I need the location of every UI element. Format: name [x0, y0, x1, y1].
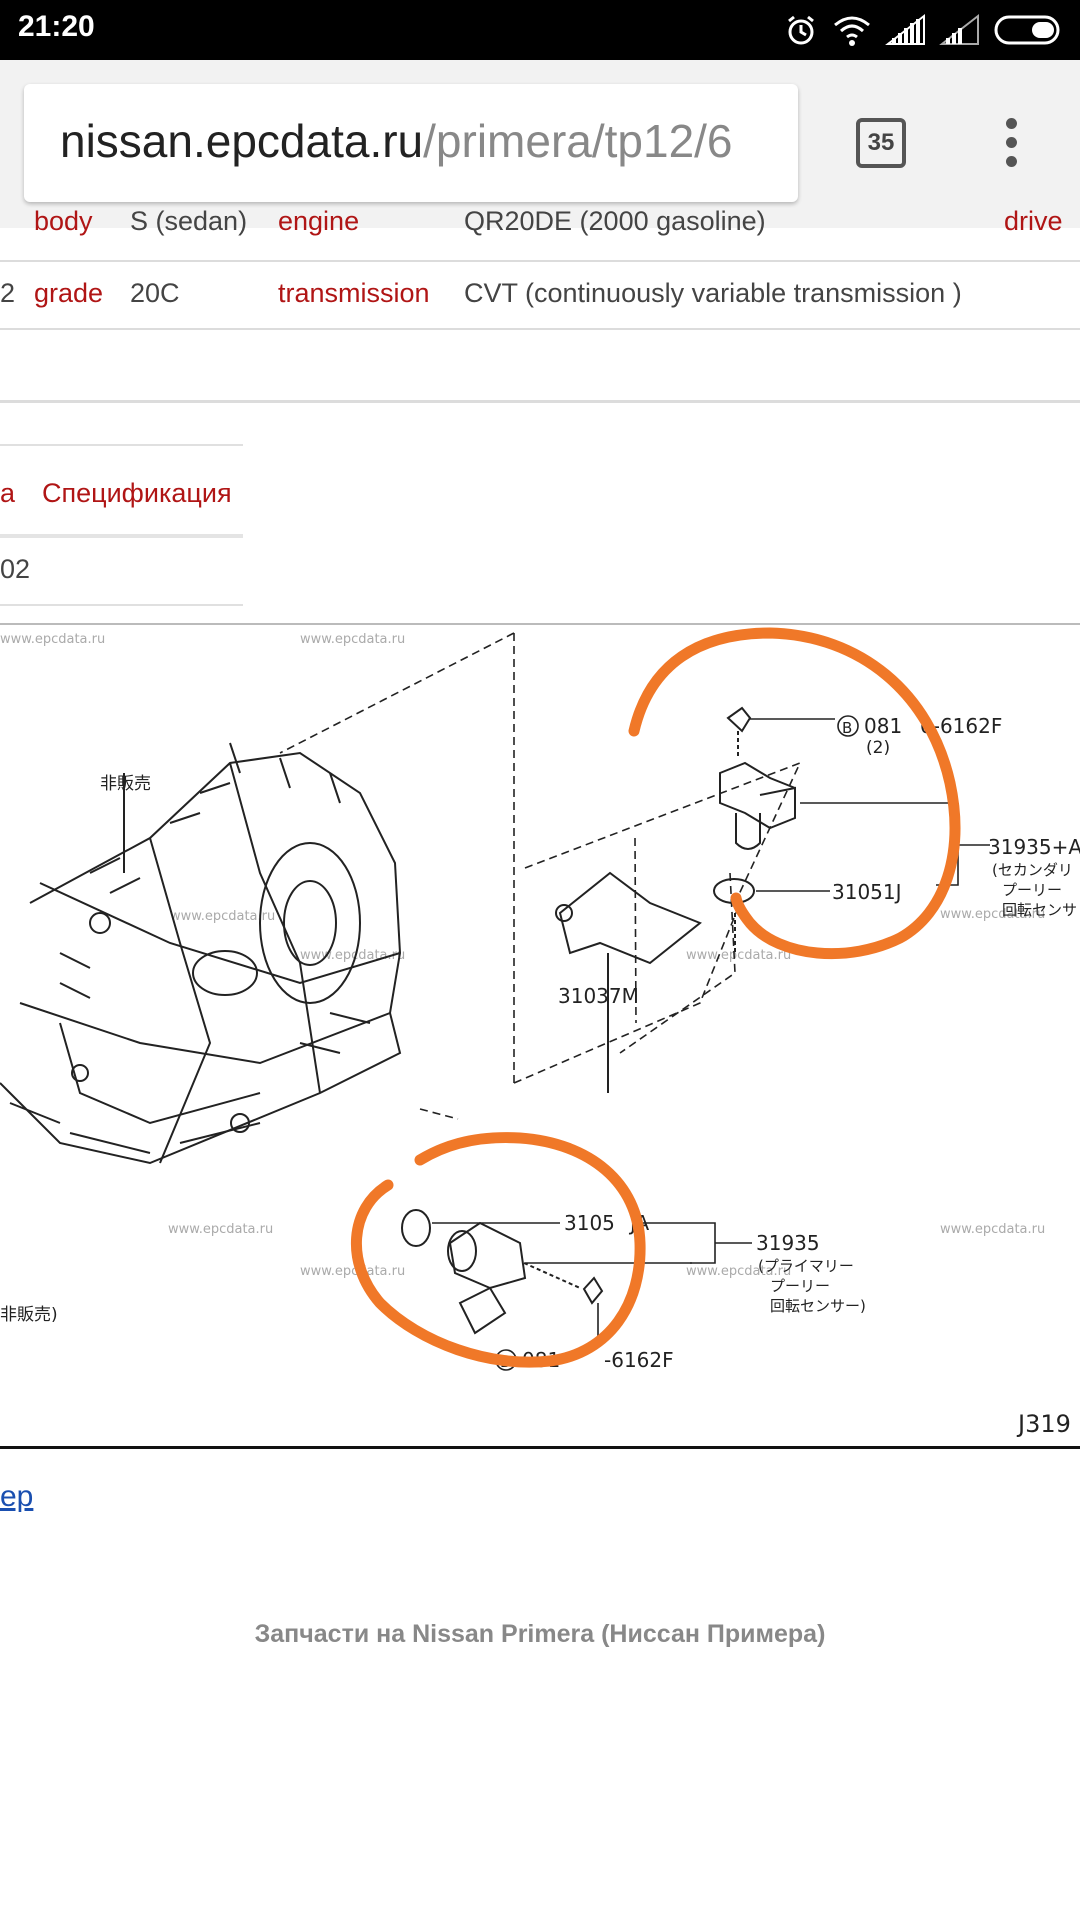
wifi-icon [834, 16, 870, 46]
watermark: www.epcdata.ru [0, 632, 105, 647]
label-part-31935: 31935 [756, 1231, 820, 1255]
label-bolt-bottom-tail: -6162F [604, 1348, 674, 1372]
signal-icon [885, 13, 925, 45]
leader-lines [432, 718, 990, 1343]
browser-toolbar: nissan.epcdata.ru/primera/tp12/6 35 [0, 60, 1080, 228]
table-divider [0, 260, 1080, 262]
exploded-view-outline [279, 632, 802, 1120]
label-part-31935-desc: (プライマリー [758, 1257, 854, 1275]
parts-header-spec: Спецификация [42, 478, 232, 508]
url-path: /primera/tp12/6 [423, 115, 733, 167]
label-bolt-top: 081 [864, 714, 902, 738]
status-icons [784, 10, 1066, 50]
watermark: www.epcdata.ru [686, 948, 791, 963]
label-part-31935-desc: 回転センサー) [770, 1297, 866, 1315]
watermark: www.epcdata.ru [300, 1264, 405, 1279]
label-oring-bottom: 3105 [564, 1211, 615, 1235]
status-time: 21:20 [18, 10, 95, 43]
section-divider [0, 400, 1080, 403]
table-divider [0, 328, 1080, 330]
parts-header-left: a [0, 478, 16, 508]
spec-label-engine: engine [278, 206, 360, 236]
tab-switcher-button[interactable]: 35 [856, 118, 906, 168]
diagram-bottom-border [0, 1446, 1080, 1449]
battery-icon [994, 15, 1060, 45]
label-not-for-sale: 非販売 [100, 774, 151, 794]
signal-2-icon [939, 13, 979, 45]
annotation-circles [350, 627, 961, 1368]
diagram-labels: 非販売 非販売) B 081 0-6162F (2) 31935+A (セカンダ… [0, 714, 1080, 1438]
label-part-31935a-desc: 回転センサ [1002, 901, 1077, 919]
spec-value-transmission: CVT (continuously variable transmission … [464, 278, 962, 308]
label-bolt-top-qty: (2) [866, 738, 890, 758]
parts-table-bottom [0, 604, 243, 606]
label-part-31935a: 31935+A [988, 835, 1080, 859]
page-link[interactable]: ер [0, 1480, 34, 1513]
alarm-icon [788, 15, 814, 45]
watermarks: www.epcdata.ru www.epcdata.ru www.epcdat… [0, 632, 1045, 1279]
url-bar[interactable]: nissan.epcdata.ru/primera/tp12/6 [24, 84, 798, 202]
watermark: www.epcdata.ru [300, 632, 405, 647]
label-part-31935-desc: プーリー [770, 1277, 830, 1295]
spec-value-body: S (sedan) [130, 206, 248, 236]
label-bracket: 31037M [558, 984, 639, 1008]
secondary-sensor-drawing [555, 706, 796, 1093]
spec-value-grade: 20C [130, 278, 180, 308]
parts-diagram[interactable]: www.epcdata.ru www.epcdata.ru www.epcdat… [0, 623, 1080, 1449]
watermark: www.epcdata.ru [170, 909, 275, 924]
footer-text: Запчасти на Nissan Primera (Ниссан Приме… [254, 1620, 826, 1648]
spec-label-body: body [34, 206, 93, 236]
label-part-31935a-desc: プーリー [1002, 881, 1062, 899]
label-part-31935a-desc: (セカンダリ [992, 861, 1073, 879]
overflow-menu-icon[interactable] [996, 118, 1026, 174]
transmission-drawing [0, 742, 402, 1165]
annotation-circle-bottom [350, 1132, 646, 1368]
spec-row-index: 2 [0, 278, 16, 308]
diagram-id: J319 [1016, 1410, 1071, 1438]
parts-table-top [0, 444, 243, 446]
spec-label-drive: drive [1004, 206, 1063, 236]
page-content: body S (sedan) engine QR20DE (2000 gasol… [0, 206, 1080, 1920]
spec-label-grade: grade [34, 278, 104, 308]
parts-value: 02 [0, 554, 31, 584]
label-oring-top: 31051J [832, 880, 902, 904]
url-text[interactable]: nissan.epcdata.ru/primera/tp12/6 [60, 114, 733, 168]
url-host: nissan.epcdata.ru [60, 115, 424, 167]
watermark: www.epcdata.ru [940, 907, 1045, 922]
watermark: www.epcdata.ru [686, 1264, 791, 1279]
bolt-marker: B [842, 719, 852, 737]
spec-label-transmission: transmission [278, 278, 430, 308]
spec-value-engine: QR20DE (2000 gasoline) [464, 206, 766, 236]
watermark: www.epcdata.ru [940, 1222, 1045, 1237]
annotation-circle-top [628, 627, 961, 960]
parts-table-header-line [0, 534, 243, 538]
status-bar: 21:20 [0, 0, 1080, 60]
watermark: www.epcdata.ru [168, 1222, 273, 1237]
label-not-for-sale: 非販売) [0, 1305, 58, 1325]
